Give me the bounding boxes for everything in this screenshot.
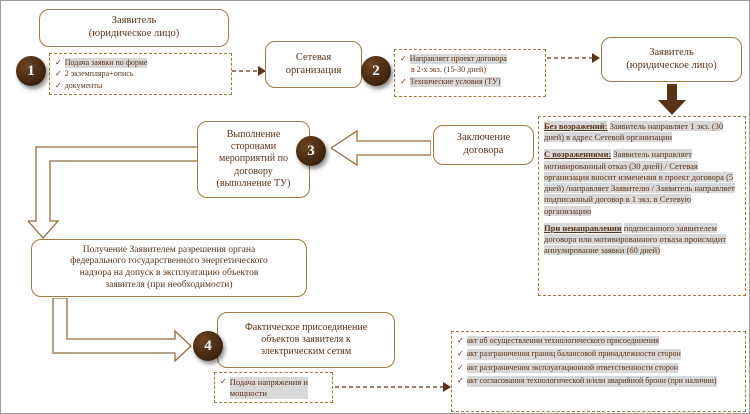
- step-2-badge: 2: [361, 56, 391, 86]
- step2-to-applicant-arrow: [547, 53, 600, 63]
- list-item: ✓ акт разграничения границ балансовой пр…: [457, 349, 740, 360]
- objections-details-box: Без возражений: Заявитель направляет 1 э…: [538, 116, 746, 296]
- list-item: ✓ Подача заявки по форме: [55, 58, 226, 69]
- step-1-badge: 1: [16, 56, 46, 86]
- note-text: в 2-х экз. (15-30 дней): [411, 65, 486, 75]
- list-item: ✓ акт согласования технологической и/или…: [457, 376, 740, 387]
- note-text: Подача напряжения и мощности: [229, 377, 308, 400]
- power-to-acts-arrow: [335, 382, 451, 392]
- objection-paragraph: С возражениями: Заявитель направляет мот…: [544, 149, 740, 216]
- node-applicant-1: Заявитель (юридическое лицо): [39, 9, 229, 47]
- objection-heading: Без возражений:: [544, 121, 608, 131]
- list-item: в 2-х экз. (15-30 дней): [400, 65, 540, 75]
- node-execution-of-measures: Выполнение сторонами мероприятий по дого…: [197, 121, 310, 198]
- objection-heading: С возражениями:: [544, 149, 612, 160]
- note-text: 2 экземпляра+опись: [64, 69, 134, 79]
- list-item: ✓ Направляет проект договора: [400, 54, 540, 65]
- note-text: акт об осуществлении технологического пр…: [466, 336, 659, 347]
- objection-paragraph: Без возражений: Заявитель направляет 1 э…: [544, 121, 740, 143]
- list-item: ✓ акт разграничения эксплуатационной отв…: [457, 362, 740, 374]
- check-icon: ✓: [55, 58, 62, 67]
- note-text: акт разграничения эксплуатационной ответ…: [466, 362, 679, 374]
- list-item: ✓ 2 экземпляра+опись: [55, 69, 226, 79]
- check-icon: ✓: [400, 54, 407, 63]
- objection-body: Заявитель направляет мотивированный отка…: [544, 149, 735, 216]
- list-item: ✓ Подача напряжения и мощности: [220, 377, 327, 400]
- note-text: Направляет проект договора: [409, 54, 507, 65]
- node-network-org: Сетевая организация: [265, 41, 362, 88]
- check-icon: ✓: [457, 336, 464, 345]
- node-contract-signing: Заключение договора: [433, 125, 534, 165]
- step-4-badge: 4: [193, 331, 223, 361]
- check-icon: ✓: [55, 80, 62, 90]
- list-item: ✓ документы: [55, 81, 226, 91]
- check-icon: ✓: [457, 376, 464, 386]
- note-text: Технические условия (ТУ): [409, 76, 501, 88]
- check-icon: ✓: [55, 69, 62, 79]
- node-applicant-2: Заявитель (юридическое лицо): [601, 37, 742, 82]
- check-icon: ✓: [457, 349, 464, 359]
- step1-to-network-arrow: [232, 66, 266, 76]
- note-text: документы: [64, 80, 103, 90]
- node-actual-connection: Фактическое присоединение объектов заяви…: [217, 312, 395, 368]
- objection-paragraph: При ненаправлении подписанного заявителе…: [544, 222, 740, 257]
- node-supervision-permission: Получение Заявителем разрешения органа ф…: [31, 239, 307, 297]
- note-text: Подача заявки по форме: [64, 58, 148, 69]
- applicant-to-objections-arrow: [658, 84, 686, 115]
- step1-notes-box: ✓ Подача заявки по форме ✓ 2 экземпляра+…: [49, 53, 232, 95]
- check-icon: ✓: [457, 362, 464, 372]
- list-item: ✓ Технические условия (ТУ): [400, 76, 540, 88]
- contract-to-execution-arrow: [331, 129, 431, 167]
- step-3-badge: 3: [296, 136, 326, 166]
- objection-heading: При ненаправлении: [544, 222, 622, 233]
- final-acts-box: ✓ акт об осуществлении технологического …: [451, 331, 746, 412]
- execution-to-permission-arrow: [28, 146, 198, 239]
- check-icon: ✓: [400, 76, 407, 86]
- power-supply-note-box: ✓ Подача напряжения и мощности: [214, 372, 333, 403]
- note-text: акт согласования технологической и/или а…: [466, 376, 717, 387]
- permission-to-connection-arrow: [52, 298, 192, 363]
- note-text: акт разграничения границ балансовой прин…: [466, 349, 681, 360]
- check-icon: ✓: [220, 377, 227, 386]
- list-item: ✓ акт об осуществлении технологического …: [457, 336, 740, 347]
- step2-notes-box: ✓ Направляет проект договора в 2-х экз. …: [394, 49, 546, 97]
